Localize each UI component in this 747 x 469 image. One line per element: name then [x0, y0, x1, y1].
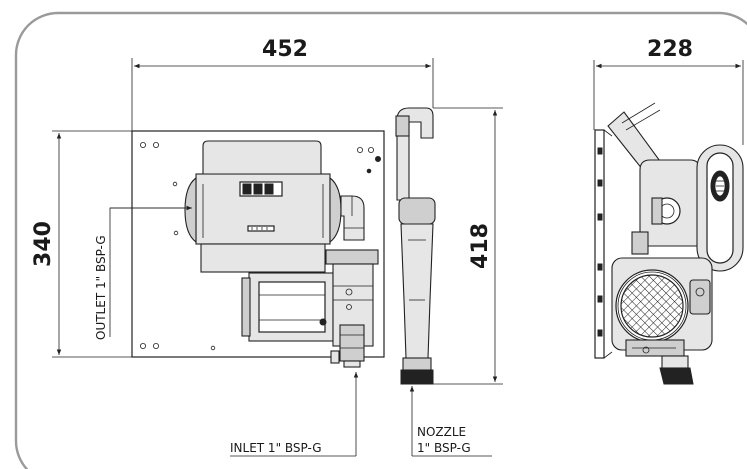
nozzle-label-line1: NOZZLE	[417, 425, 466, 439]
side-view	[594, 102, 744, 385]
outlet-callout: OUTLET 1" BSP-G	[94, 205, 192, 340]
nozzle-spout	[402, 357, 432, 371]
dimension-label-228: 228	[647, 37, 693, 62]
inlet-label: INLET 1" BSP-G	[230, 441, 322, 455]
side-inlet	[659, 367, 694, 385]
front-view	[131, 107, 436, 385]
dimension-height-340: 340	[31, 130, 132, 358]
dimension-width-452: 452	[131, 37, 434, 131]
drawing-frame	[14, 11, 747, 469]
nozzle-hose	[395, 107, 436, 385]
outlet-elbow	[340, 195, 365, 241]
nozzle-label-line2: 1" BSP-G	[417, 441, 471, 455]
outlet-label: OUTLET 1" BSP-G	[94, 235, 108, 340]
dimension-height-418: 418	[433, 107, 503, 385]
dimension-label-418: 418	[468, 223, 493, 269]
nozzle-callout: NOZZLE 1" BSP-G	[409, 386, 492, 457]
dimension-width-228: 228	[593, 37, 744, 145]
inlet-callout: INLET 1" BSP-G	[230, 372, 359, 457]
dimension-label-340: 340	[31, 221, 56, 267]
wall-bracket	[594, 129, 605, 359]
dimension-label-452: 452	[262, 37, 308, 62]
inlet-fitting	[339, 324, 365, 362]
pump-body	[325, 249, 379, 265]
meter-display	[239, 181, 283, 232]
